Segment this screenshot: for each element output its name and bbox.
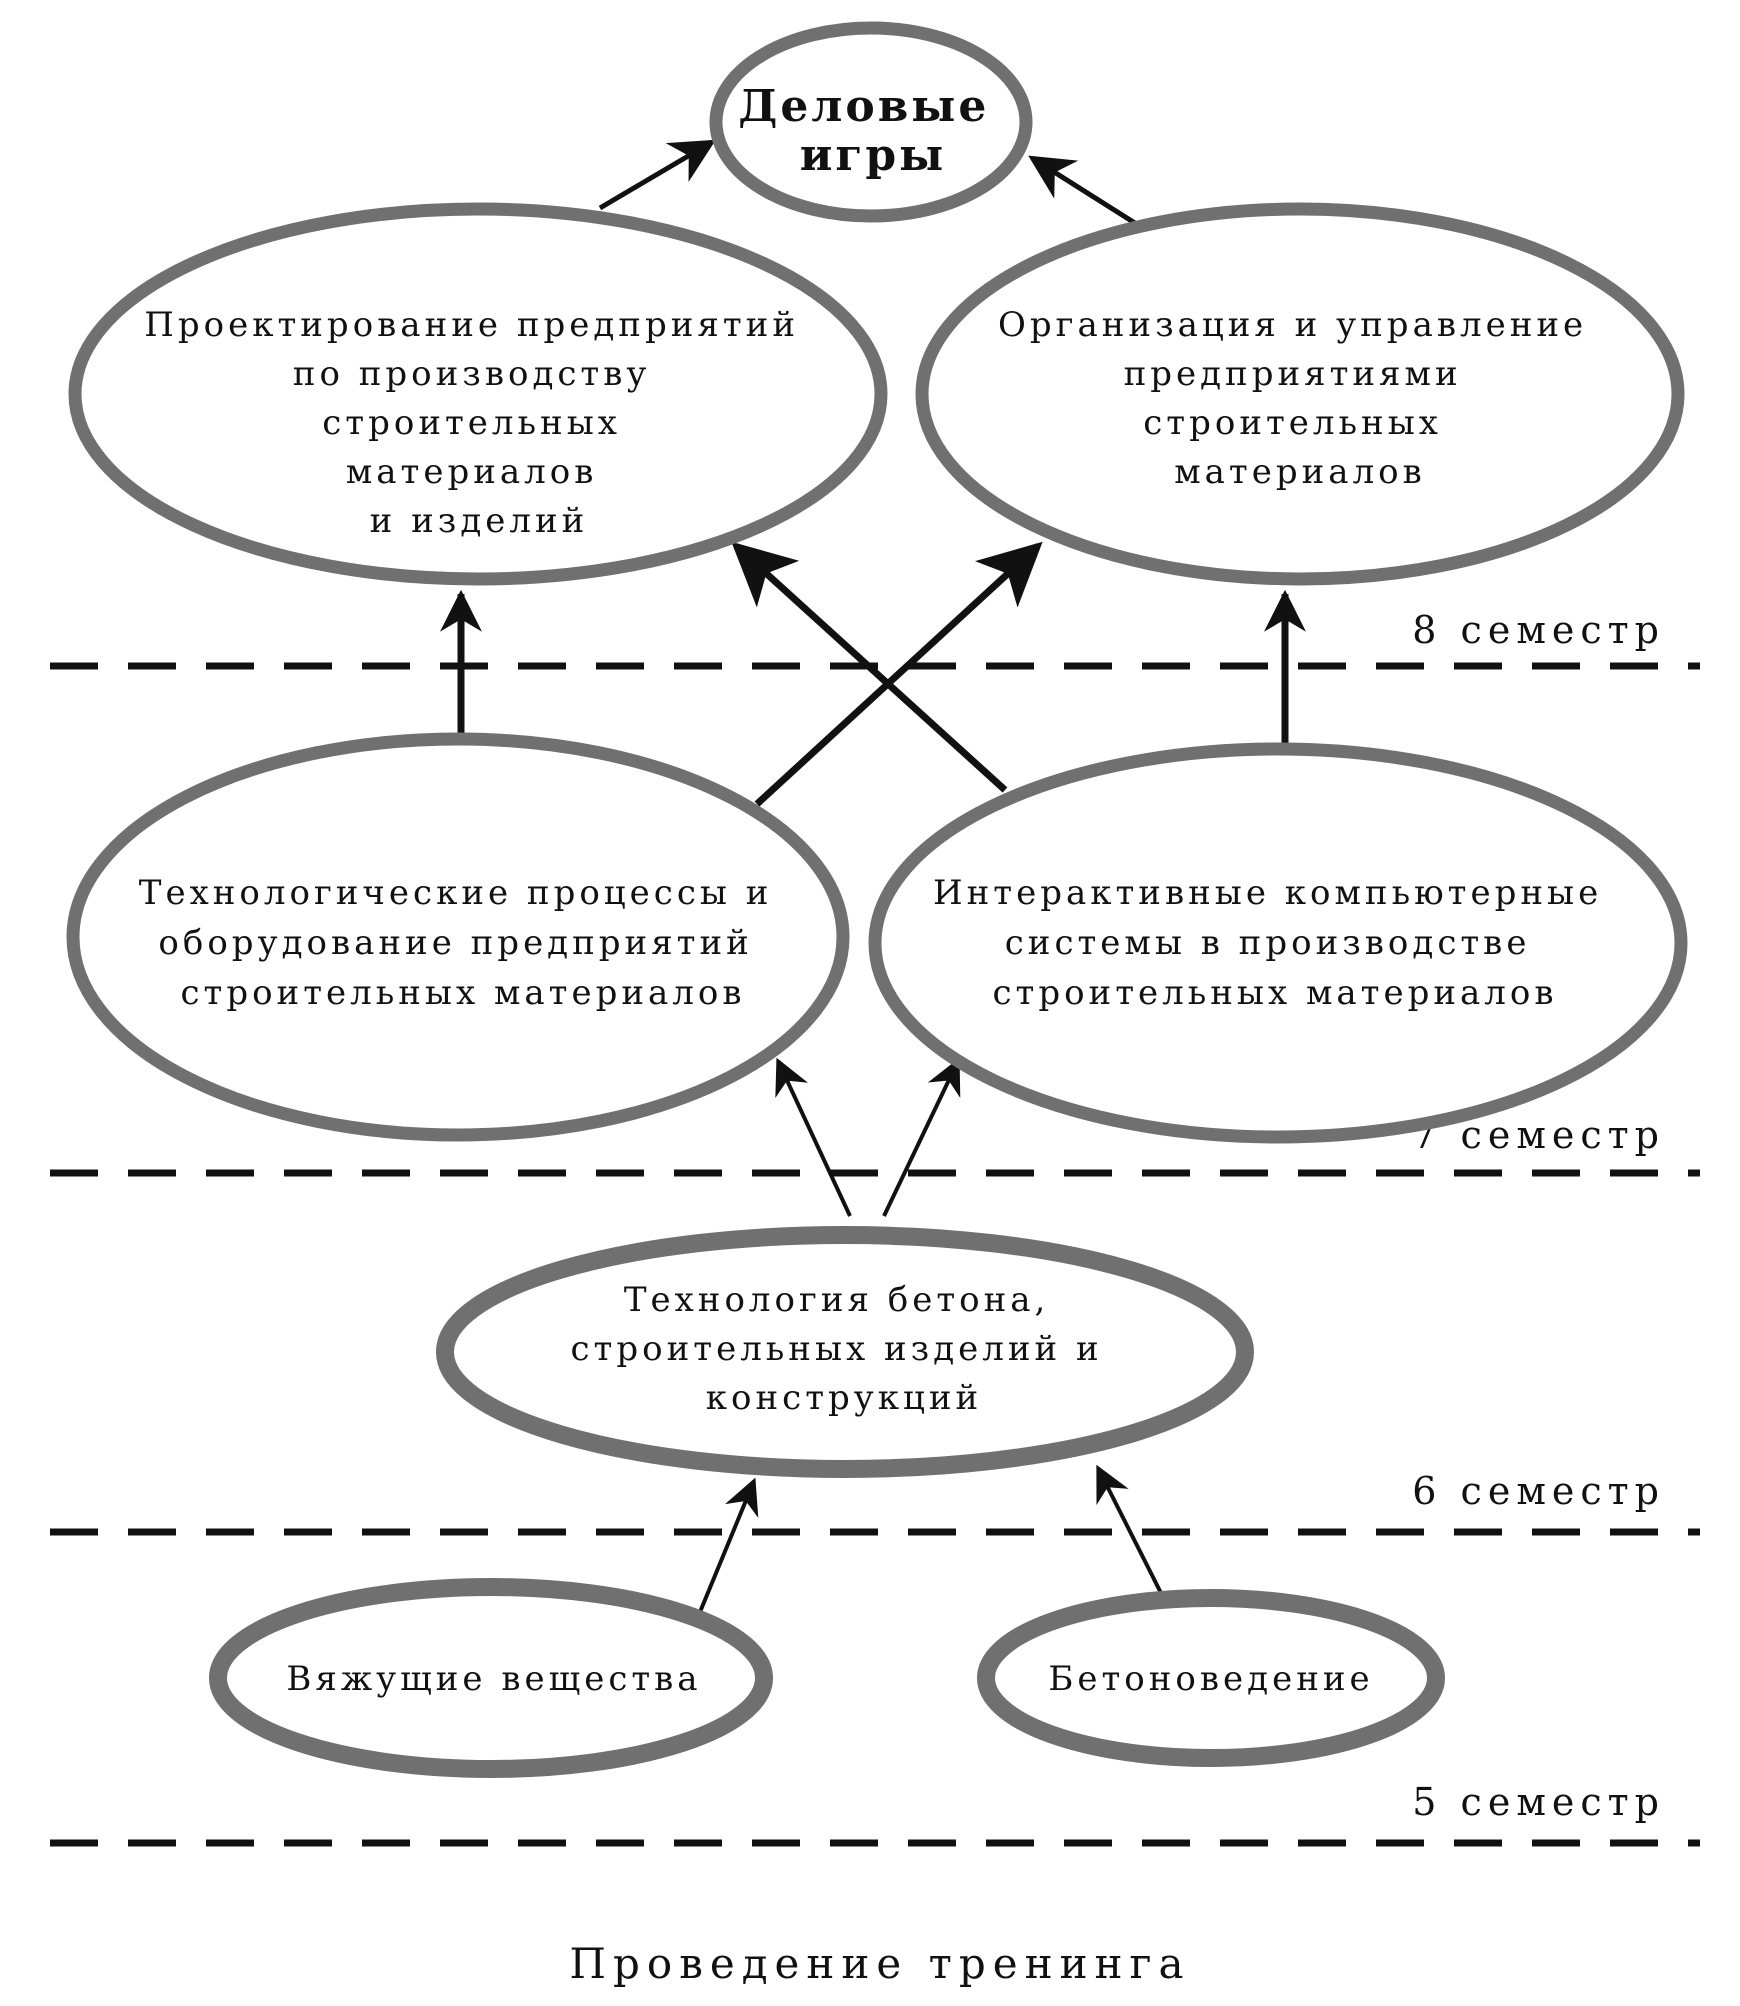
arrow-interactive-to-design [731, 541, 1008, 793]
label-concrete-science: Бетоноведение [1048, 1659, 1373, 1699]
node-binders [209, 1578, 773, 1778]
label-concrete-technology: Технология бетона, строительных изделий … [571, 1280, 1118, 1418]
node-interactive-systems [868, 742, 1688, 1144]
label-design-enterprises: Проектирование предприятий по производст… [144, 305, 814, 541]
arrow-tech-to-organization [754, 541, 1043, 807]
label-business-games: Деловые игры [738, 81, 1008, 181]
semester-label-5: 5 семестр [1412, 1780, 1665, 1824]
label-interactive-systems: Интерактивные компьютерные системы в про… [933, 873, 1617, 1013]
node-concrete-technology [436, 1226, 1254, 1478]
semester-label-8: 8 семестр [1412, 608, 1665, 652]
label-organization-management: Организация и управление предприятиями с… [998, 305, 1602, 492]
arrow-concretesci-to-concrete [1096, 1464, 1168, 1604]
node-organization-management [915, 202, 1685, 586]
semester-label-6: 6 семестр [1412, 1469, 1665, 1513]
footer-training: Проведение тренинга [569, 1939, 1190, 1988]
node-concrete-science [977, 1589, 1445, 1767]
node-tech-processes [66, 732, 850, 1142]
node-design-enterprises [68, 202, 888, 586]
arrow-binders-to-concrete [698, 1477, 759, 1613]
arrow-concrete-to-interactive [882, 1057, 961, 1217]
label-tech-processes: Технологические процессы и оборудование … [139, 873, 787, 1013]
arrow-organization-to-games [1028, 155, 1140, 228]
label-binders: Вяжущие вещества [286, 1659, 701, 1699]
arrow-concrete-to-tech [775, 1057, 852, 1217]
node-business-games [709, 21, 1033, 223]
arrow-design-to-games [598, 139, 716, 211]
